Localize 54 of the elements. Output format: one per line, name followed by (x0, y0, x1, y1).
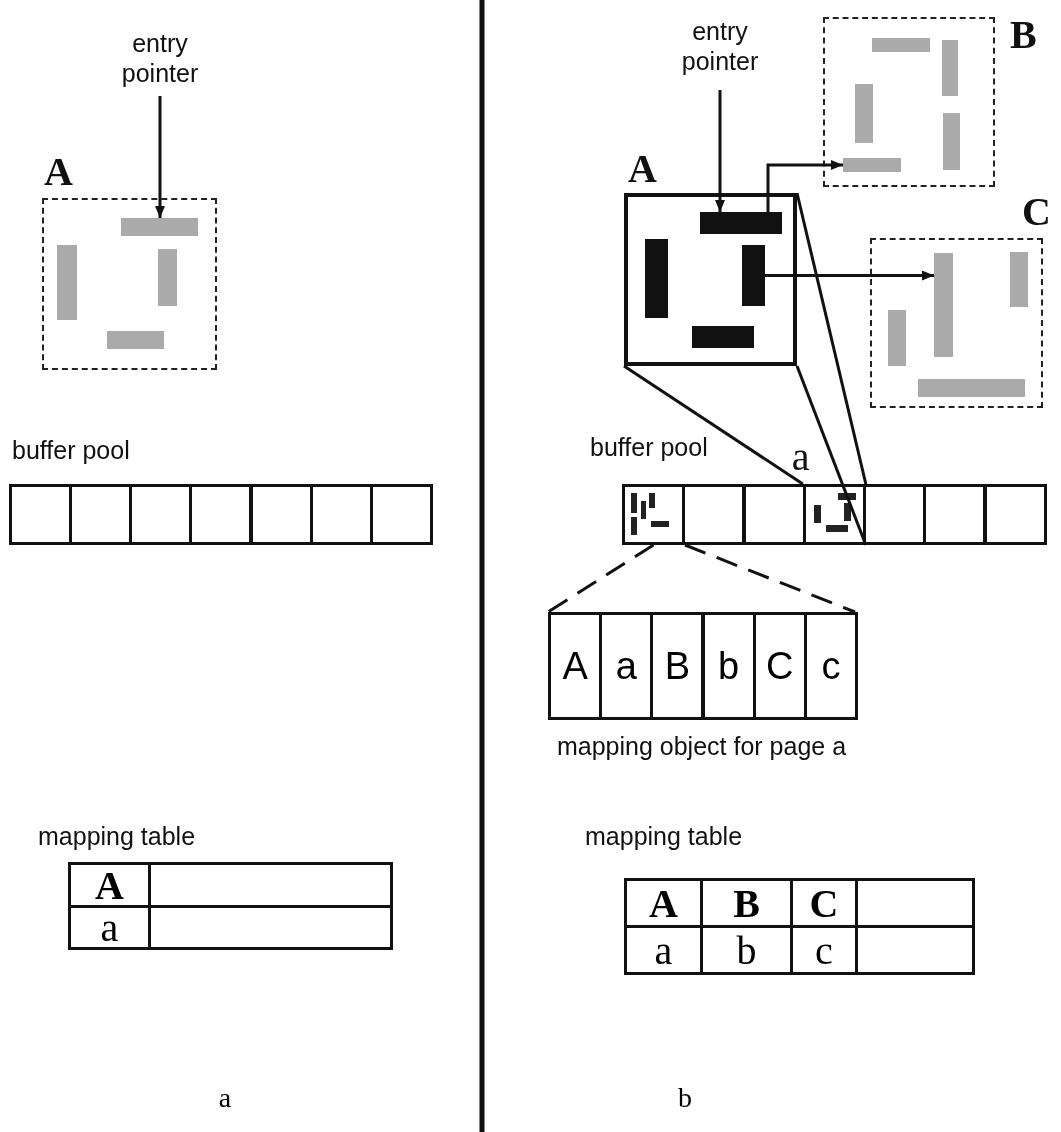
record-bar (742, 245, 765, 306)
slot-letter: a (791, 435, 810, 479)
record-bar (872, 38, 930, 52)
pointer-label: entry pointer (660, 16, 780, 86)
record-bar (943, 113, 960, 170)
page-letter: C (1022, 190, 1051, 234)
record-bar (121, 218, 198, 236)
record-bar (855, 84, 873, 143)
buffer-slot (189, 484, 253, 545)
table-cell: A (624, 878, 703, 928)
arrow (715, 90, 725, 212)
buffer-slot (923, 484, 987, 545)
projection-line (623, 364, 804, 486)
record-bar (843, 158, 901, 172)
record-bar (700, 212, 782, 234)
table-cell: B (650, 612, 705, 720)
buffer-slot (9, 484, 72, 545)
record-bar (942, 40, 958, 96)
record-bar (57, 245, 77, 320)
zoom-guide-line (547, 543, 655, 614)
pointer-label: entry pointer (100, 28, 220, 92)
buffer-slot (983, 484, 1047, 545)
projection-line (795, 192, 868, 485)
buffer-slot (742, 484, 806, 545)
table-cell: a (624, 925, 703, 975)
buffer-slot (622, 484, 685, 545)
caption-text: buffer pool (590, 433, 709, 463)
projection-line (795, 365, 868, 546)
caption-text: mapping table (38, 822, 197, 852)
record-bar (158, 249, 177, 306)
table-cell: b (701, 612, 756, 720)
buffer-slot (249, 484, 313, 545)
arrow (155, 96, 165, 218)
table-cell: a (68, 905, 151, 950)
record-bar (107, 331, 164, 349)
caption-text: mapping table (585, 822, 744, 852)
record-bar (692, 326, 754, 348)
page-letter: A (44, 150, 73, 194)
page-letter: B (1010, 13, 1037, 57)
zoom-guide-line (684, 543, 856, 614)
panel-letter: a (217, 1081, 233, 1115)
arrow (765, 270, 934, 281)
buffer-slot (682, 484, 746, 545)
panel-letter: b (677, 1081, 693, 1115)
caption-text: mapping object for page a (555, 732, 848, 761)
record-bar (888, 310, 906, 366)
record-bar (1010, 252, 1028, 307)
record-bar (645, 239, 668, 318)
caption-text: buffer pool (12, 436, 131, 466)
arrow (766, 160, 843, 212)
record-bar (918, 379, 1025, 397)
table-cell: A (68, 862, 151, 908)
page-letter: A (628, 147, 657, 191)
record-bar (934, 253, 953, 357)
